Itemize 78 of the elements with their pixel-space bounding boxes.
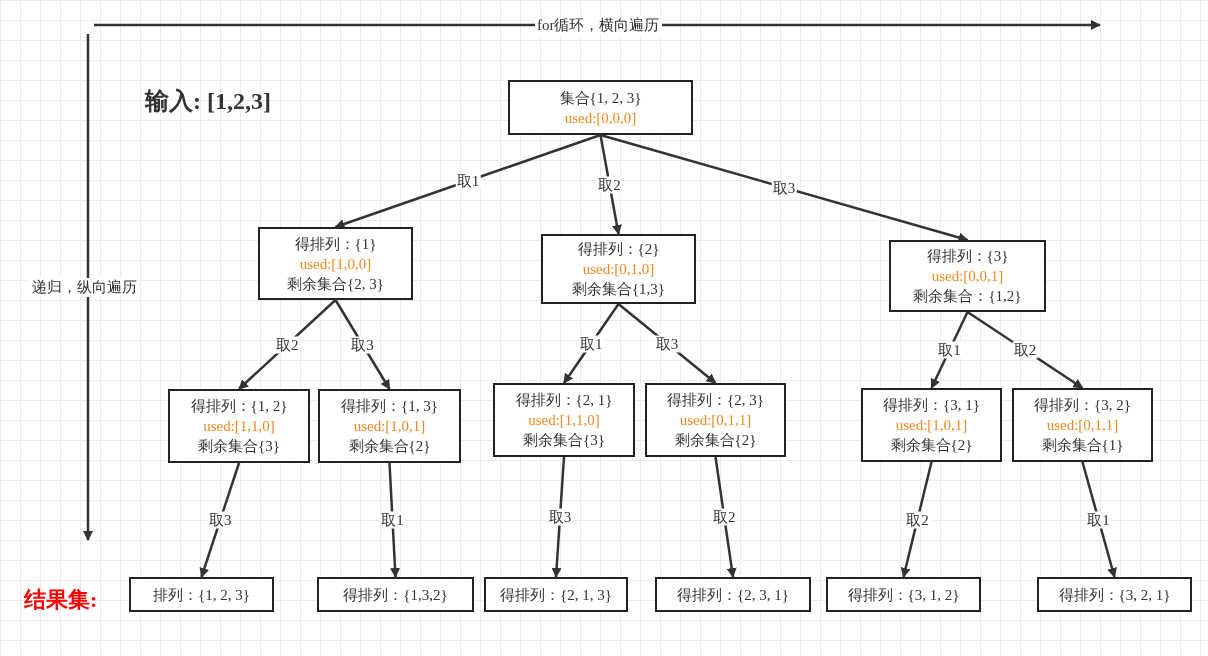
edge-label: 取2 bbox=[712, 508, 737, 526]
state-box bbox=[168, 389, 310, 463]
used-array: used:[1,0,1] bbox=[895, 416, 968, 435]
permutation-text: 得排列：{1, 2} bbox=[190, 397, 288, 416]
used-array: used:[1,1,0] bbox=[528, 411, 600, 430]
result-box bbox=[129, 577, 274, 612]
used-array: used:[1,0,0] bbox=[299, 254, 372, 274]
permutation-text: 得排列：{3, 2} bbox=[1034, 396, 1131, 415]
arrow bbox=[714, 456, 737, 578]
state-box bbox=[258, 227, 413, 300]
remaining-set-text: 剩余集合{3} bbox=[198, 437, 280, 456]
edge-label: 取1 bbox=[1086, 511, 1111, 528]
permutation-text: 得排列：{1, 3} bbox=[341, 397, 438, 416]
result-box bbox=[317, 577, 474, 612]
permutation-text: 得排列：{3, 2, 1} bbox=[1058, 585, 1171, 605]
state-box bbox=[508, 80, 693, 135]
used-array: used:[0,1,1] bbox=[679, 411, 752, 430]
remaining-set-text: 剩余集合{2, 3} bbox=[287, 274, 384, 294]
permutation-text: 得排列：{2, 1} bbox=[515, 391, 613, 410]
edge-label: 取1 bbox=[455, 172, 481, 190]
result-box bbox=[826, 577, 981, 612]
edge-label: 取1 bbox=[937, 341, 962, 359]
result-box bbox=[484, 577, 628, 612]
result-heading: 结果集: bbox=[24, 586, 98, 614]
remaining-set-text: 剩余集合{2} bbox=[890, 436, 973, 455]
edge-label: 取3 bbox=[208, 511, 233, 529]
edge-label: 取1 bbox=[579, 335, 604, 352]
remaining-set-text: 剩余集合：{1,2} bbox=[913, 287, 1022, 306]
arrow bbox=[334, 133, 601, 229]
result-box bbox=[655, 577, 811, 612]
used-array: used:[0,1,0] bbox=[582, 260, 655, 279]
state-box bbox=[889, 240, 1046, 312]
arrow bbox=[900, 461, 933, 578]
permutation-text: 排列：{1, 2, 3} bbox=[153, 585, 250, 605]
permutation-text: 得排列：{2, 3} bbox=[667, 391, 764, 410]
permutation-text: 得排列：{2} bbox=[577, 240, 660, 259]
arrow bbox=[600, 133, 969, 243]
used-array: used:[0,0,1] bbox=[931, 267, 1004, 286]
edge-label: 取2 bbox=[1012, 341, 1038, 359]
edge-label: 取2 bbox=[597, 176, 622, 193]
permutation-text: 集合{1, 2, 3} bbox=[559, 88, 642, 108]
permutation-text: 得排列：{3} bbox=[926, 247, 1009, 266]
state-box bbox=[493, 383, 635, 457]
direction-label: for循环，横向遍历 bbox=[535, 16, 662, 35]
used-array: used:[1,0,1] bbox=[353, 417, 426, 436]
used-array: used:[0,1,1] bbox=[1046, 416, 1119, 435]
arrow bbox=[1081, 461, 1117, 578]
permutation-text: 得排列：{3, 1, 2} bbox=[847, 585, 960, 605]
direction-label: 递归，纵向遍历 bbox=[30, 278, 139, 297]
state-box bbox=[861, 388, 1002, 462]
permutation-text: 得排列：{2, 1, 3} bbox=[500, 585, 612, 605]
edge-label: 取3 bbox=[654, 335, 680, 352]
result-box bbox=[1037, 577, 1192, 612]
arrow bbox=[551, 456, 566, 578]
input-heading: 输入: [1,2,3] bbox=[145, 87, 271, 116]
state-box bbox=[541, 234, 696, 304]
edge-label: 取3 bbox=[350, 336, 375, 353]
used-array: used:[0,0,0] bbox=[564, 108, 637, 128]
state-box bbox=[645, 383, 786, 457]
edge-label: 取3 bbox=[547, 508, 573, 526]
edge-label: 取2 bbox=[905, 511, 930, 528]
edge-label: 取3 bbox=[771, 179, 797, 196]
edge-label: 取1 bbox=[380, 511, 405, 529]
remaining-set-text: 剩余集合{1} bbox=[1041, 436, 1124, 455]
remaining-set-text: 剩余集合{2} bbox=[348, 437, 431, 456]
remaining-set-text: 剩余集合{3} bbox=[523, 431, 605, 450]
permutation-text: 得排列：{3, 1} bbox=[883, 396, 980, 415]
edge-label: 取2 bbox=[275, 336, 300, 353]
remaining-set-text: 剩余集合{1,3} bbox=[571, 280, 666, 299]
state-box bbox=[1012, 388, 1153, 462]
used-array: used:[1,1,0] bbox=[203, 417, 275, 436]
arrow bbox=[199, 462, 241, 578]
remaining-set-text: 剩余集合{2} bbox=[674, 431, 757, 450]
arrow bbox=[388, 462, 400, 578]
permutation-text: 得排列：{1,3,2} bbox=[343, 585, 448, 605]
permutation-text: 得排列：{2, 3, 1} bbox=[677, 585, 789, 605]
permutation-text: 得排列：{1} bbox=[294, 234, 377, 254]
state-box bbox=[318, 389, 461, 463]
